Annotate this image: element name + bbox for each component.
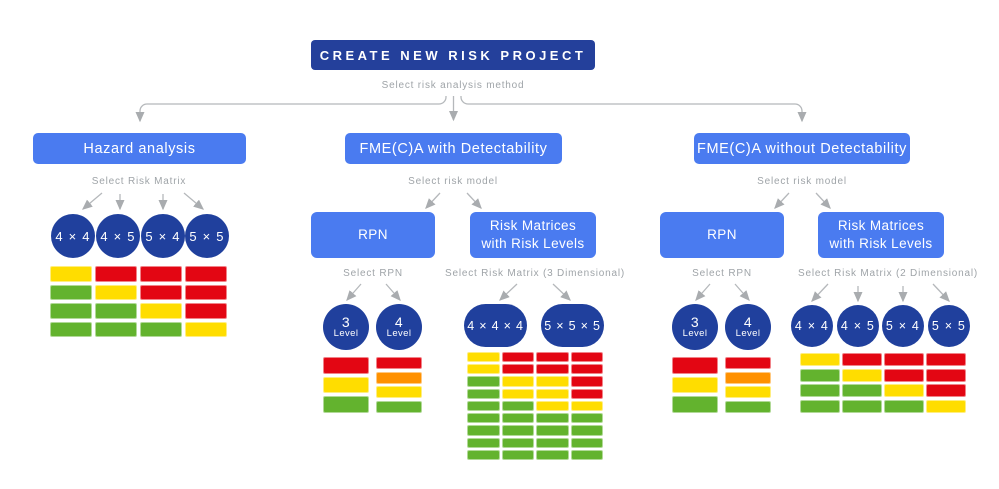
risk-matrices-with-levels-button[interactable]: Risk Matrices with Risk Levels [470, 212, 596, 258]
rpn-3-level-preview [323, 357, 369, 414]
matrix-option-5x4-right[interactable]: 5 × 4 [882, 305, 924, 347]
rpn-3-level-preview-right [672, 357, 718, 414]
select-rpn-label-right: Select RPN [692, 268, 752, 279]
matrix-option-4x5-right[interactable]: 4 × 5 [837, 305, 879, 347]
select-risk-analysis-method-label: Select risk analysis method [381, 80, 525, 91]
hazard-risk-matrix-preview [50, 266, 227, 337]
risk-matrices-with-levels-button-right[interactable]: Risk Matrices with Risk Levels [818, 212, 944, 258]
rpn-option-3-level-right[interactable]: 3 Level [672, 304, 718, 350]
select-risk-matrix-label: Select Risk Matrix [91, 176, 187, 187]
select-risk-matrix-2d-label: Select Risk Matrix (2 Dimensional) [797, 268, 979, 279]
matrix-option-4x5[interactable]: 4 × 5 [96, 214, 140, 258]
matrix-option-4x4-right[interactable]: 4 × 4 [791, 305, 833, 347]
rpn-button-right[interactable]: RPN [660, 212, 784, 258]
matrix-option-5x5[interactable]: 5 × 5 [185, 214, 229, 258]
risk-matrices-label-right: Risk Matrices with Risk Levels [829, 218, 933, 251]
create-new-risk-project-button[interactable]: CREATE NEW RISK PROJECT [311, 40, 595, 70]
rpn-4-level-preview-right [725, 357, 771, 413]
fmeca-with-detectability-button[interactable]: FME(C)A with Detectability [345, 133, 562, 164]
risk-matrix-2d-preview [800, 353, 966, 413]
matrix-option-5x4[interactable]: 5 × 4 [141, 214, 185, 258]
matrix-option-5x5x5[interactable]: 5 × 5 × 5 [541, 304, 604, 347]
matrix-option-5x5-right[interactable]: 5 × 5 [928, 305, 970, 347]
select-risk-model-label: Select risk model [408, 176, 498, 187]
rpn-button[interactable]: RPN [311, 212, 435, 258]
risk-matrices-label: Risk Matrices with Risk Levels [481, 218, 585, 251]
rpn-option-3-level[interactable]: 3 Level [323, 304, 369, 350]
select-risk-matrix-3d-label: Select Risk Matrix (3 Dimensional) [444, 268, 626, 279]
select-risk-model-label-right: Select risk model [757, 176, 847, 187]
select-rpn-label: Select RPN [343, 268, 403, 279]
rpn-option-4-level-right[interactable]: 4 Level [725, 304, 771, 350]
fmeca-without-detectability-button[interactable]: FME(C)A without Detectability [694, 133, 910, 164]
risk-matrix-3d-preview [467, 352, 603, 460]
rpn-option-4-level[interactable]: 4 Level [376, 304, 422, 350]
matrix-option-4x4[interactable]: 4 × 4 [51, 214, 95, 258]
hazard-analysis-button[interactable]: Hazard analysis [33, 133, 246, 164]
rpn-4-level-preview [376, 357, 422, 413]
matrix-option-4x4x4[interactable]: 4 × 4 × 4 [464, 304, 527, 347]
